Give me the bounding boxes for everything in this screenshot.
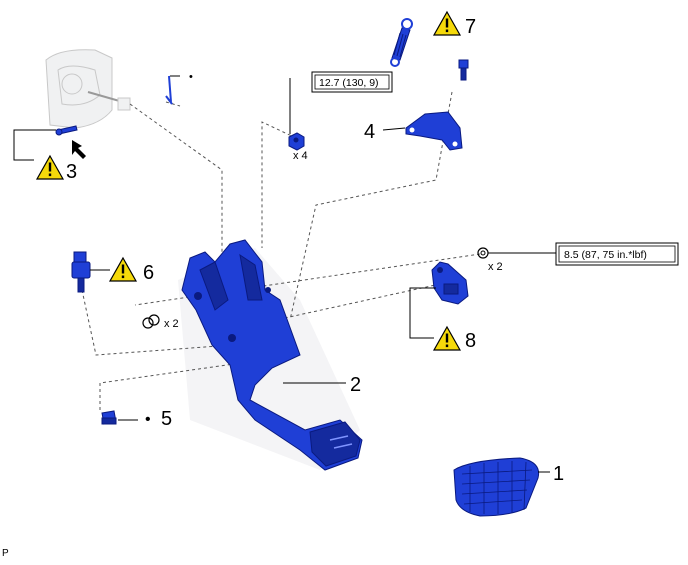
callout-3: 3 [66, 161, 77, 183]
nut [288, 132, 305, 151]
bolts-right [477, 247, 489, 259]
pedal-pad [453, 457, 540, 517]
qty-label-nut: x 4 [293, 150, 308, 162]
pedal-cushion [101, 410, 117, 425]
callout-4: 4 [364, 121, 375, 143]
pedal-sensor [431, 261, 469, 305]
torque-value-nut: 12.7 (130, 9) [319, 77, 379, 89]
callout-2: 2 [350, 374, 361, 396]
bolts-left [142, 314, 160, 329]
caution-icon [433, 326, 461, 351]
pedal-bracket-part [405, 111, 463, 151]
bracket-bolt [458, 59, 469, 81]
figure-code: P [2, 548, 9, 559]
leader-lines [13, 75, 556, 473]
arrow-indicator [72, 140, 86, 159]
torque-box-bolt: 8.5 (87, 75 in.*lbf) [555, 242, 679, 266]
callout-7: 7 [465, 16, 476, 38]
qty-label-bolt-right: x 2 [488, 261, 503, 273]
caution-icon [433, 11, 461, 36]
torque-box-nut: 12.7 (130, 9) [311, 71, 393, 93]
stop-lamp-switch [71, 251, 91, 293]
qty-label-bolt-left: x 2 [164, 318, 179, 330]
bullet-mark: • [145, 411, 151, 428]
callout-1: 1 [553, 463, 564, 485]
caution-icon [36, 155, 64, 180]
caution-icon [109, 257, 137, 282]
clevis-pin [55, 125, 78, 136]
brake-booster-ghost [45, 49, 131, 129]
bullet-mark: • [189, 71, 193, 83]
brake-pedal-assembly [181, 239, 363, 471]
callout-8: 8 [465, 330, 476, 352]
torsion-spring [390, 18, 413, 67]
callout-5: 5 [161, 408, 172, 430]
torque-value-bolt: 8.5 (87, 75 in.*lbf) [564, 249, 647, 261]
clip [165, 75, 173, 105]
callout-6: 6 [143, 262, 154, 284]
